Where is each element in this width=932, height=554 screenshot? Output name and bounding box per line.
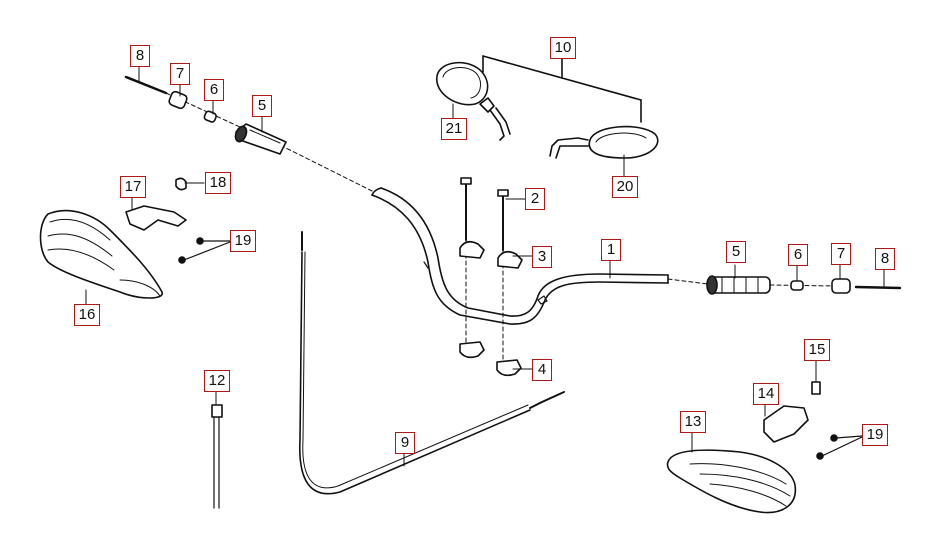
callout-14: 14 <box>753 383 779 405</box>
callout-4: 4 <box>532 359 552 381</box>
callout-13: 13 <box>680 411 706 433</box>
handlebar <box>289 149 709 325</box>
callout-17: 17 <box>120 176 146 198</box>
right-switch-housing <box>666 381 863 514</box>
left-switch-housing <box>39 177 231 299</box>
callout-7-right: 7 <box>831 243 851 265</box>
leader-lines <box>85 65 885 467</box>
clamp-bolts <box>459 177 523 377</box>
callout-9: 9 <box>395 432 415 454</box>
mirrors <box>436 55 659 159</box>
callout-8-left: 8 <box>130 45 150 67</box>
callout-5-left: 5 <box>252 95 272 117</box>
callout-19-right: 19 <box>862 424 888 446</box>
callout-7-left: 7 <box>170 63 190 85</box>
callout-12: 12 <box>204 370 230 392</box>
throttle-cable <box>299 231 565 495</box>
callout-6-left: 6 <box>204 79 224 101</box>
callout-6-right: 6 <box>788 244 808 266</box>
right-grip-assembly <box>706 275 902 295</box>
callout-10: 10 <box>550 37 576 59</box>
callout-16: 16 <box>74 304 100 326</box>
callout-19-left: 19 <box>230 230 256 252</box>
left-grip-assembly <box>124 75 291 155</box>
callout-1: 1 <box>601 239 621 261</box>
callout-2: 2 <box>525 188 545 210</box>
callout-18: 18 <box>205 172 231 194</box>
callout-8-right: 8 <box>875 248 895 270</box>
callout-20: 20 <box>612 176 638 198</box>
callout-5-right: 5 <box>726 241 746 263</box>
cable-tie <box>211 404 223 509</box>
callout-15: 15 <box>804 339 830 361</box>
callout-3: 3 <box>532 246 552 268</box>
callout-21: 21 <box>441 118 467 140</box>
